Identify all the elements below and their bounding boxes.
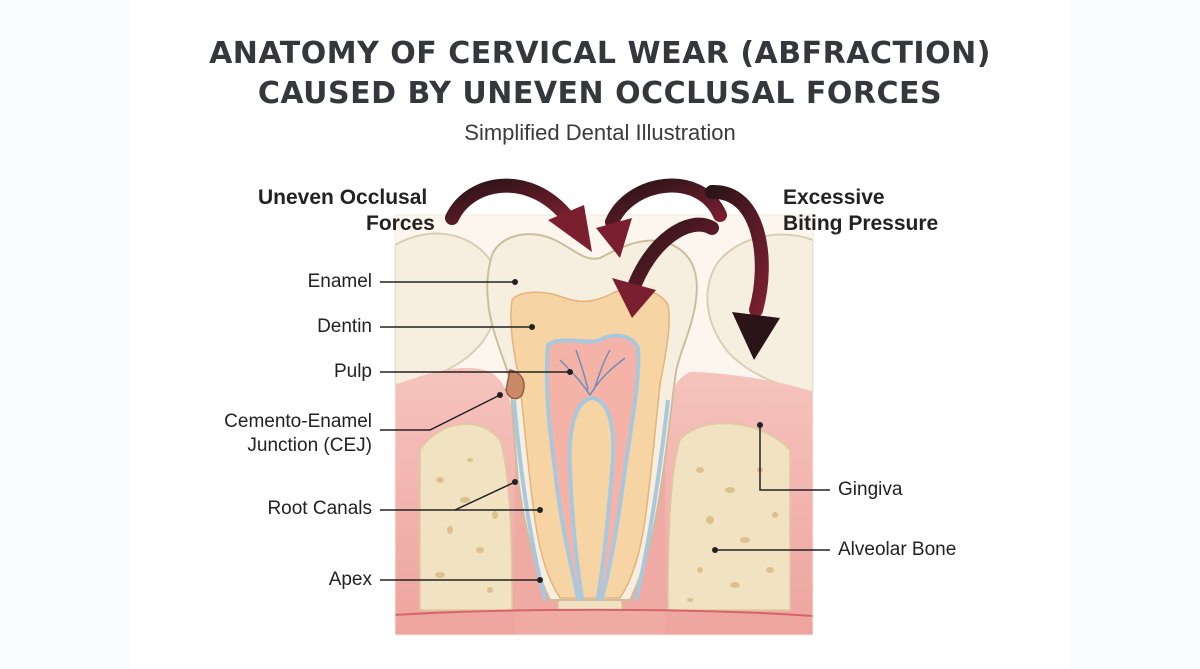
title-line-1: ANATOMY OF CERVICAL WEAR (ABFRACTION)	[209, 36, 991, 71]
label-root-canals: Root Canals	[267, 498, 372, 519]
label-enamel: Enamel	[307, 271, 372, 292]
arrow-head-3	[612, 278, 656, 318]
label-apex: Apex	[328, 569, 372, 590]
root-canal-right	[634, 399, 670, 601]
alveolar-bone-left	[419, 423, 513, 611]
title-line-2: CAUSED BY UNEVEN OCCLUSAL FORCES	[257, 76, 943, 111]
callout-left-line-2: Forces	[366, 212, 435, 235]
label-pulp: Pulp	[333, 361, 372, 382]
callout-biting-pressure: Excessive Biting Pressure	[783, 185, 938, 237]
callout-right-line-2: Biting Pressure	[783, 212, 939, 235]
label-gingiva: Gingiva	[838, 479, 903, 500]
label-alveolar-bone: Alveolar Bone	[838, 539, 957, 560]
force-arrows	[445, 178, 780, 360]
nerve-branches	[559, 349, 626, 396]
pulp-chamber	[544, 333, 641, 600]
callout-uneven-forces: Uneven Occlusal Forces	[258, 185, 435, 237]
arrow-head-4	[732, 312, 780, 360]
label-cej: Cemento-Enamel Junction (CEJ)	[224, 410, 372, 458]
label-cej-line-2: Junction (CEJ)	[247, 435, 372, 456]
callout-right-line-1: Excessive	[783, 186, 885, 209]
arrow-head-2	[596, 218, 632, 258]
leader-lines	[380, 281, 830, 581]
subtitle: Simplified Dental Illustration	[464, 120, 736, 145]
arrow-head-1	[548, 205, 592, 252]
callout-left-line-1: Uneven Occlusal	[258, 186, 428, 209]
leader-dots	[497, 279, 763, 583]
label-cej-line-1: Cemento-Enamel	[224, 411, 372, 432]
alveolar-bone-right	[667, 422, 791, 611]
label-dentin: Dentin	[317, 316, 372, 337]
